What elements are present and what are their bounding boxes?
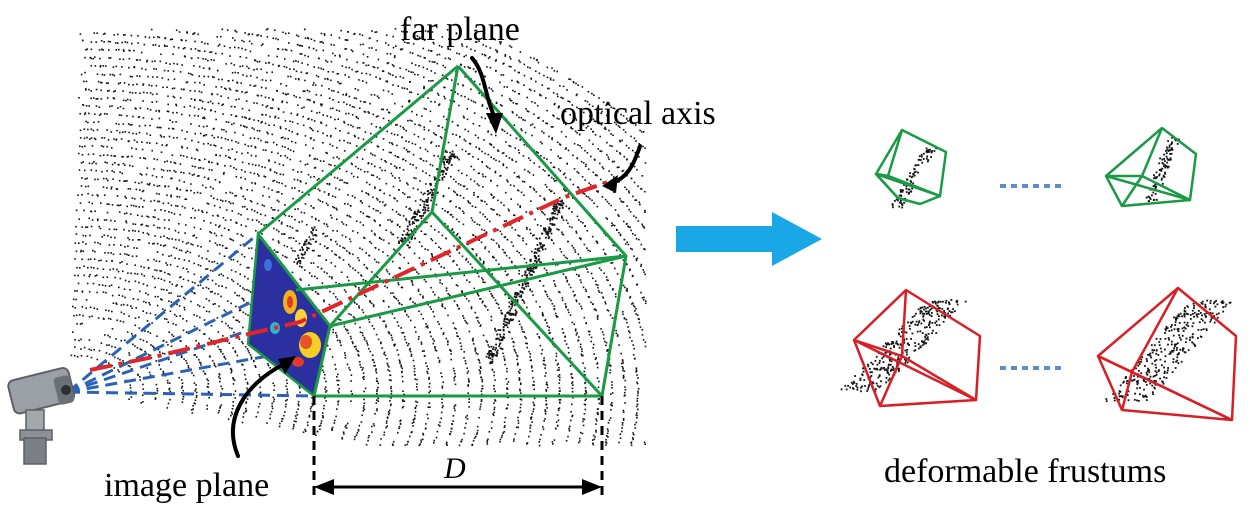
green-frustum-2 bbox=[1104, 126, 1198, 208]
red-frustum-1 bbox=[852, 288, 982, 408]
lidar-point-cloud bbox=[70, 28, 647, 447]
image-plane bbox=[246, 230, 332, 399]
pointer-heads bbox=[278, 113, 618, 374]
green-frustum-1 bbox=[874, 128, 948, 206]
security-camera-icon bbox=[7, 367, 76, 465]
distance-label: D bbox=[443, 452, 466, 485]
red-frustum-2 bbox=[1096, 286, 1238, 422]
distance-arrow-heads bbox=[314, 479, 602, 495]
right-arrow-icon bbox=[676, 212, 822, 266]
distance-marker bbox=[312, 396, 604, 495]
frustum-wireframe bbox=[256, 64, 628, 398]
optical-axis-line bbox=[89, 180, 609, 372]
optical-axis-label: optical axis bbox=[560, 95, 716, 132]
far-plane-label: far plane bbox=[400, 11, 520, 48]
deformable-frustums-label: deformable frustums bbox=[884, 453, 1166, 490]
ellipsis-dots bbox=[1000, 184, 1066, 370]
image-plane-label: image plane bbox=[104, 467, 269, 504]
